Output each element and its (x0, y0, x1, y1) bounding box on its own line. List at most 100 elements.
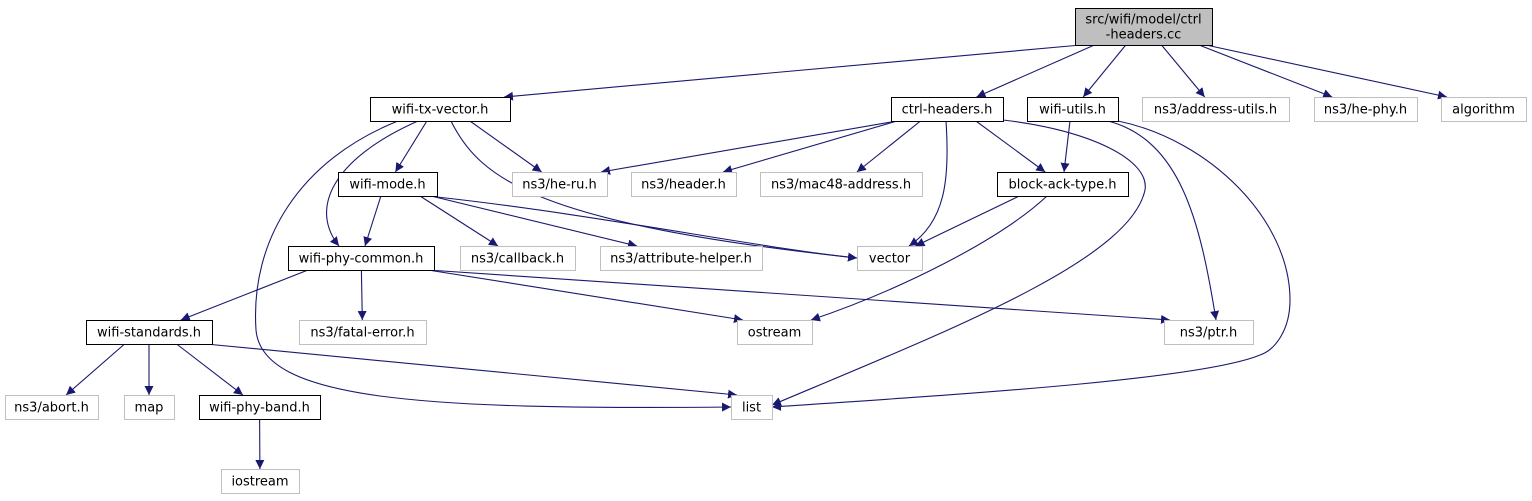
edge-wifi-utils-to-ptr (1107, 120, 1220, 321)
node-fatal-error: ns3/fatal-error.h (299, 320, 427, 345)
node-box (299, 320, 427, 345)
node-iostream: iostream (221, 469, 300, 494)
node-box (1075, 8, 1213, 46)
node-wifi-mode[interactable]: wifi-mode.h (338, 172, 438, 197)
node-label: wifi-tx-vector.h (392, 103, 489, 118)
edge-wifi-mode-to-attribute-helper (430, 195, 638, 249)
edge-root-to-address-utils (1161, 44, 1206, 98)
node-box (631, 172, 737, 197)
edge-root-to-he-phy (1198, 44, 1333, 98)
node-label: ns3/header.h (641, 178, 726, 193)
node-box (1164, 320, 1254, 345)
edge-ctrl-headers-to-block-ack-type (975, 120, 1046, 173)
node-map: map (124, 395, 175, 420)
node-box (1142, 97, 1290, 122)
node-box (370, 97, 511, 122)
node-label: ostream (748, 326, 802, 341)
node-wifi-utils[interactable]: wifi-utils.h (1027, 97, 1119, 122)
node-address-utils: ns3/address-utils.h (1142, 97, 1290, 122)
node-box (1027, 97, 1119, 122)
node-ptr: ns3/ptr.h (1164, 320, 1254, 345)
node-box (86, 320, 213, 345)
node-label: iostream (231, 475, 288, 490)
edge-root-to-ctrl-headers (976, 44, 1095, 98)
node-ostream: ostream (737, 320, 813, 345)
node-label: ns3/attribute-helper.h (610, 252, 752, 267)
node-wifi-phy-band[interactable]: wifi-phy-band.h (199, 395, 321, 420)
node-callback: ns3/callback.h (460, 246, 576, 271)
edge-wifi-phy-common-to-wifi-standards (180, 269, 309, 321)
node-label: wifi-phy-common.h (299, 252, 424, 267)
node-attribute-helper: ns3/attribute-helper.h (600, 246, 763, 271)
edge-ctrl-headers-to-header (722, 120, 898, 174)
node-label: ns3/ptr.h (1180, 326, 1238, 341)
node-box (512, 172, 608, 197)
edge-block-ack-type-to-vector (915, 195, 1020, 247)
node-label: -headers.cc (1106, 28, 1182, 43)
edge-wifi-tx-vector-to-vector (450, 120, 858, 262)
node-label: wifi-phy-band.h (209, 401, 310, 416)
node-box (857, 246, 923, 271)
edge-wifi-mode-to-callback (419, 195, 499, 247)
edge-wifi-mode-to-vector (436, 196, 858, 262)
node-algorithm: algorithm (1441, 97, 1527, 122)
node-box (760, 172, 923, 197)
node-box (221, 469, 300, 494)
edge-wifi-tx-vector-to-list (254, 120, 732, 412)
node-he-phy: ns3/he-phy.h (1314, 97, 1418, 122)
node-label: wifi-mode.h (349, 178, 425, 193)
node-root[interactable]: src/wifi/model/ctrl-headers.cc (1075, 8, 1213, 46)
node-label: ns3/he-ru.h (522, 178, 597, 193)
edge-wifi-mode-to-wifi-phy-common (363, 195, 382, 247)
node-box (199, 395, 321, 420)
edge-wifi-standards-to-list (205, 343, 738, 399)
edge-ctrl-headers-to-vector (908, 120, 948, 247)
edge-wifi-standards-to-wifi-phy-band (176, 343, 244, 396)
node-label: algorithm (1452, 103, 1515, 118)
node-box (460, 246, 576, 271)
node-box (1441, 97, 1527, 122)
edge-block-ack-type-to-ostream (810, 195, 1048, 322)
node-label: src/wifi/model/ctrl (1085, 13, 1201, 28)
edges-layer (65, 44, 1448, 470)
node-ctrl-headers[interactable]: ctrl-headers.h (891, 97, 1004, 122)
node-box (288, 246, 435, 271)
node-label: wifi-standards.h (97, 326, 201, 341)
node-label: map (135, 401, 164, 416)
edge-root-to-wifi-tx-vector (503, 44, 1082, 101)
edge-wifi-phy-common-to-ptr (427, 269, 1171, 324)
edge-ctrl-headers-to-mac48-address (856, 120, 921, 173)
node-header: ns3/header.h (631, 172, 737, 197)
node-label: wifi-utils.h (1039, 103, 1106, 118)
node-box (124, 395, 175, 420)
edge-wifi-tx-vector-to-he-ru (469, 120, 542, 173)
node-label: ns3/abort.h (14, 401, 89, 416)
node-block-ack-type[interactable]: block-ack-type.h (997, 172, 1129, 197)
node-box (5, 395, 99, 420)
node-box (731, 395, 773, 420)
node-vector: vector (857, 246, 923, 271)
node-label: block-ack-type.h (1009, 178, 1117, 193)
node-label: ns3/address-utils.h (1154, 103, 1277, 118)
edge-ctrl-headers-to-list (771, 119, 1146, 406)
node-label: ns3/mac48-address.h (771, 178, 911, 193)
node-label: list (742, 401, 761, 416)
node-box (997, 172, 1129, 197)
node-box (600, 246, 763, 271)
node-wifi-standards[interactable]: wifi-standards.h (86, 320, 213, 345)
edge-wifi-tx-vector-to-wifi-mode (394, 120, 428, 173)
node-box (338, 172, 438, 197)
edge-wifi-standards-to-abort (65, 343, 125, 396)
edge-ctrl-headers-to-he-ru (600, 120, 898, 175)
edge-root-to-algorithm (1205, 44, 1448, 100)
node-wifi-tx-vector[interactable]: wifi-tx-vector.h (370, 97, 511, 122)
node-wifi-phy-common[interactable]: wifi-phy-common.h (288, 246, 435, 271)
edge-wifi-utils-to-list (771, 120, 1291, 411)
node-list: list (731, 395, 773, 420)
node-label: ctrl-headers.h (902, 103, 993, 118)
nodes-layer: src/wifi/model/ctrl-headers.cc wifi-tx-ve… (5, 8, 1527, 494)
edge-wifi-phy-common-to-fatal-error (357, 269, 367, 321)
node-label: vector (869, 252, 911, 267)
node-box (1314, 97, 1418, 122)
